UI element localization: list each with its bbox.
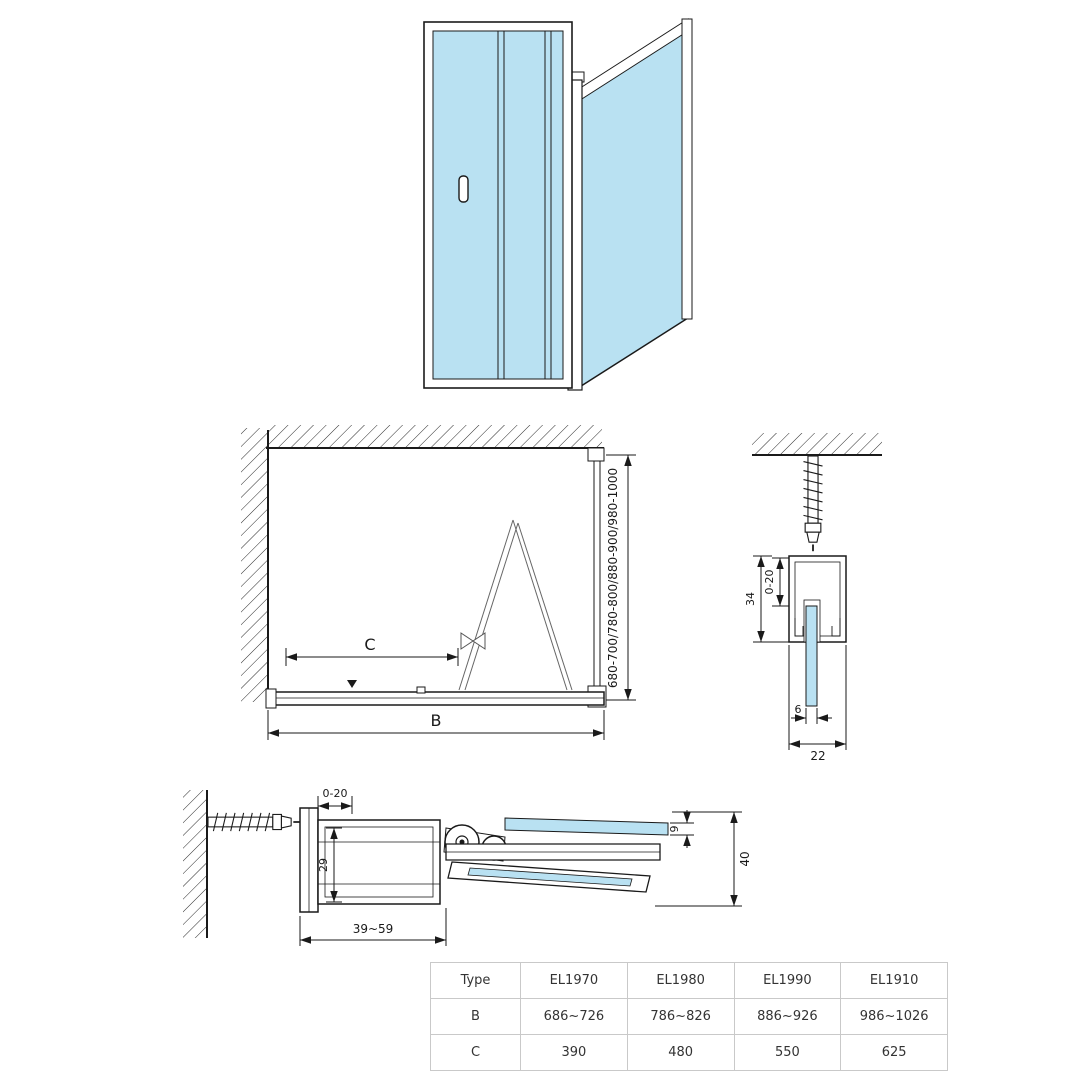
row-label-b: B <box>430 998 521 1035</box>
dim-label-profile-height: 34 <box>744 592 757 606</box>
row-label-c: C <box>430 1034 521 1071</box>
floor-section-detail: 0-20 29 9 <box>183 787 752 946</box>
table-header-el1990: EL1990 <box>733 962 842 999</box>
glass-edge <box>805 605 818 707</box>
cell-c-el1990: 550 <box>733 1034 842 1071</box>
table-row-b: B 686~726 786~826 886~926 986~1026 <box>430 998 948 1035</box>
dim-label-b: B <box>431 711 442 730</box>
cell-b-el1980: 786~826 <box>626 998 735 1035</box>
open-door-outline <box>458 519 573 691</box>
wall-hatch-top <box>268 425 602 448</box>
track-left-block <box>265 688 277 709</box>
dim-label-c: C <box>364 635 375 654</box>
dim-label-adjust: 0-20 <box>323 787 348 800</box>
cell-c-el1910: 625 <box>840 1034 948 1071</box>
door-stop-mark <box>347 680 357 688</box>
door-handle <box>458 175 469 203</box>
cell-b-el1910: 986~1026 <box>840 998 948 1035</box>
table-header-el1970: EL1970 <box>520 962 628 999</box>
cell-c-el1980: 480 <box>626 1034 735 1071</box>
isometric-view <box>423 18 693 391</box>
side-panel-top-bracket <box>587 447 605 462</box>
spec-table: Type EL1970 EL1980 EL1990 EL1910 B 686~7… <box>430 962 948 1071</box>
dim-label-profile-width: 22 <box>810 749 825 763</box>
folded-leaf-glass <box>467 867 633 887</box>
dim-label-range: 39~59 <box>353 922 394 936</box>
table-header-row: Type EL1970 EL1980 EL1990 EL1910 <box>430 962 948 999</box>
door-track <box>267 691 605 706</box>
dim-label-glass: 9 <box>668 826 681 833</box>
cell-b-el1970: 686~726 <box>520 998 628 1035</box>
dim-label-glass: 6 <box>795 703 802 716</box>
side-panel-back-frame <box>681 18 693 320</box>
track-stop <box>416 686 426 694</box>
fixed-glass-edge <box>504 817 669 836</box>
plan-view: C B 680-700/780-800/880-900/980-1000 <box>241 425 636 740</box>
table-header-type: Type <box>430 962 521 999</box>
table-row-c: C 390 480 550 625 <box>430 1034 948 1071</box>
cell-b-el1990: 886~926 <box>733 998 842 1035</box>
frame-profile <box>317 819 441 905</box>
table-header-el1910: EL1910 <box>840 962 948 999</box>
dim-label-profile-depth: 29 <box>317 858 330 872</box>
cell-c-el1970: 390 <box>520 1034 628 1071</box>
floor-screw <box>207 811 301 833</box>
wall-screw <box>802 455 824 553</box>
dim-label-adjust: 0-20 <box>763 570 776 595</box>
hinge-symbol <box>460 632 474 650</box>
dim-label-total-height: 40 <box>738 851 752 866</box>
wall-hatch <box>752 433 882 455</box>
wall-hatch-left <box>241 428 268 702</box>
dim-label-height-range: 680-700/780-800/880-900/980-1000 <box>606 468 620 688</box>
wall-hatch <box>183 790 207 938</box>
wall-section-detail: 0-20 34 6 22 <box>744 433 882 763</box>
table-header-el1980: EL1980 <box>626 962 735 999</box>
